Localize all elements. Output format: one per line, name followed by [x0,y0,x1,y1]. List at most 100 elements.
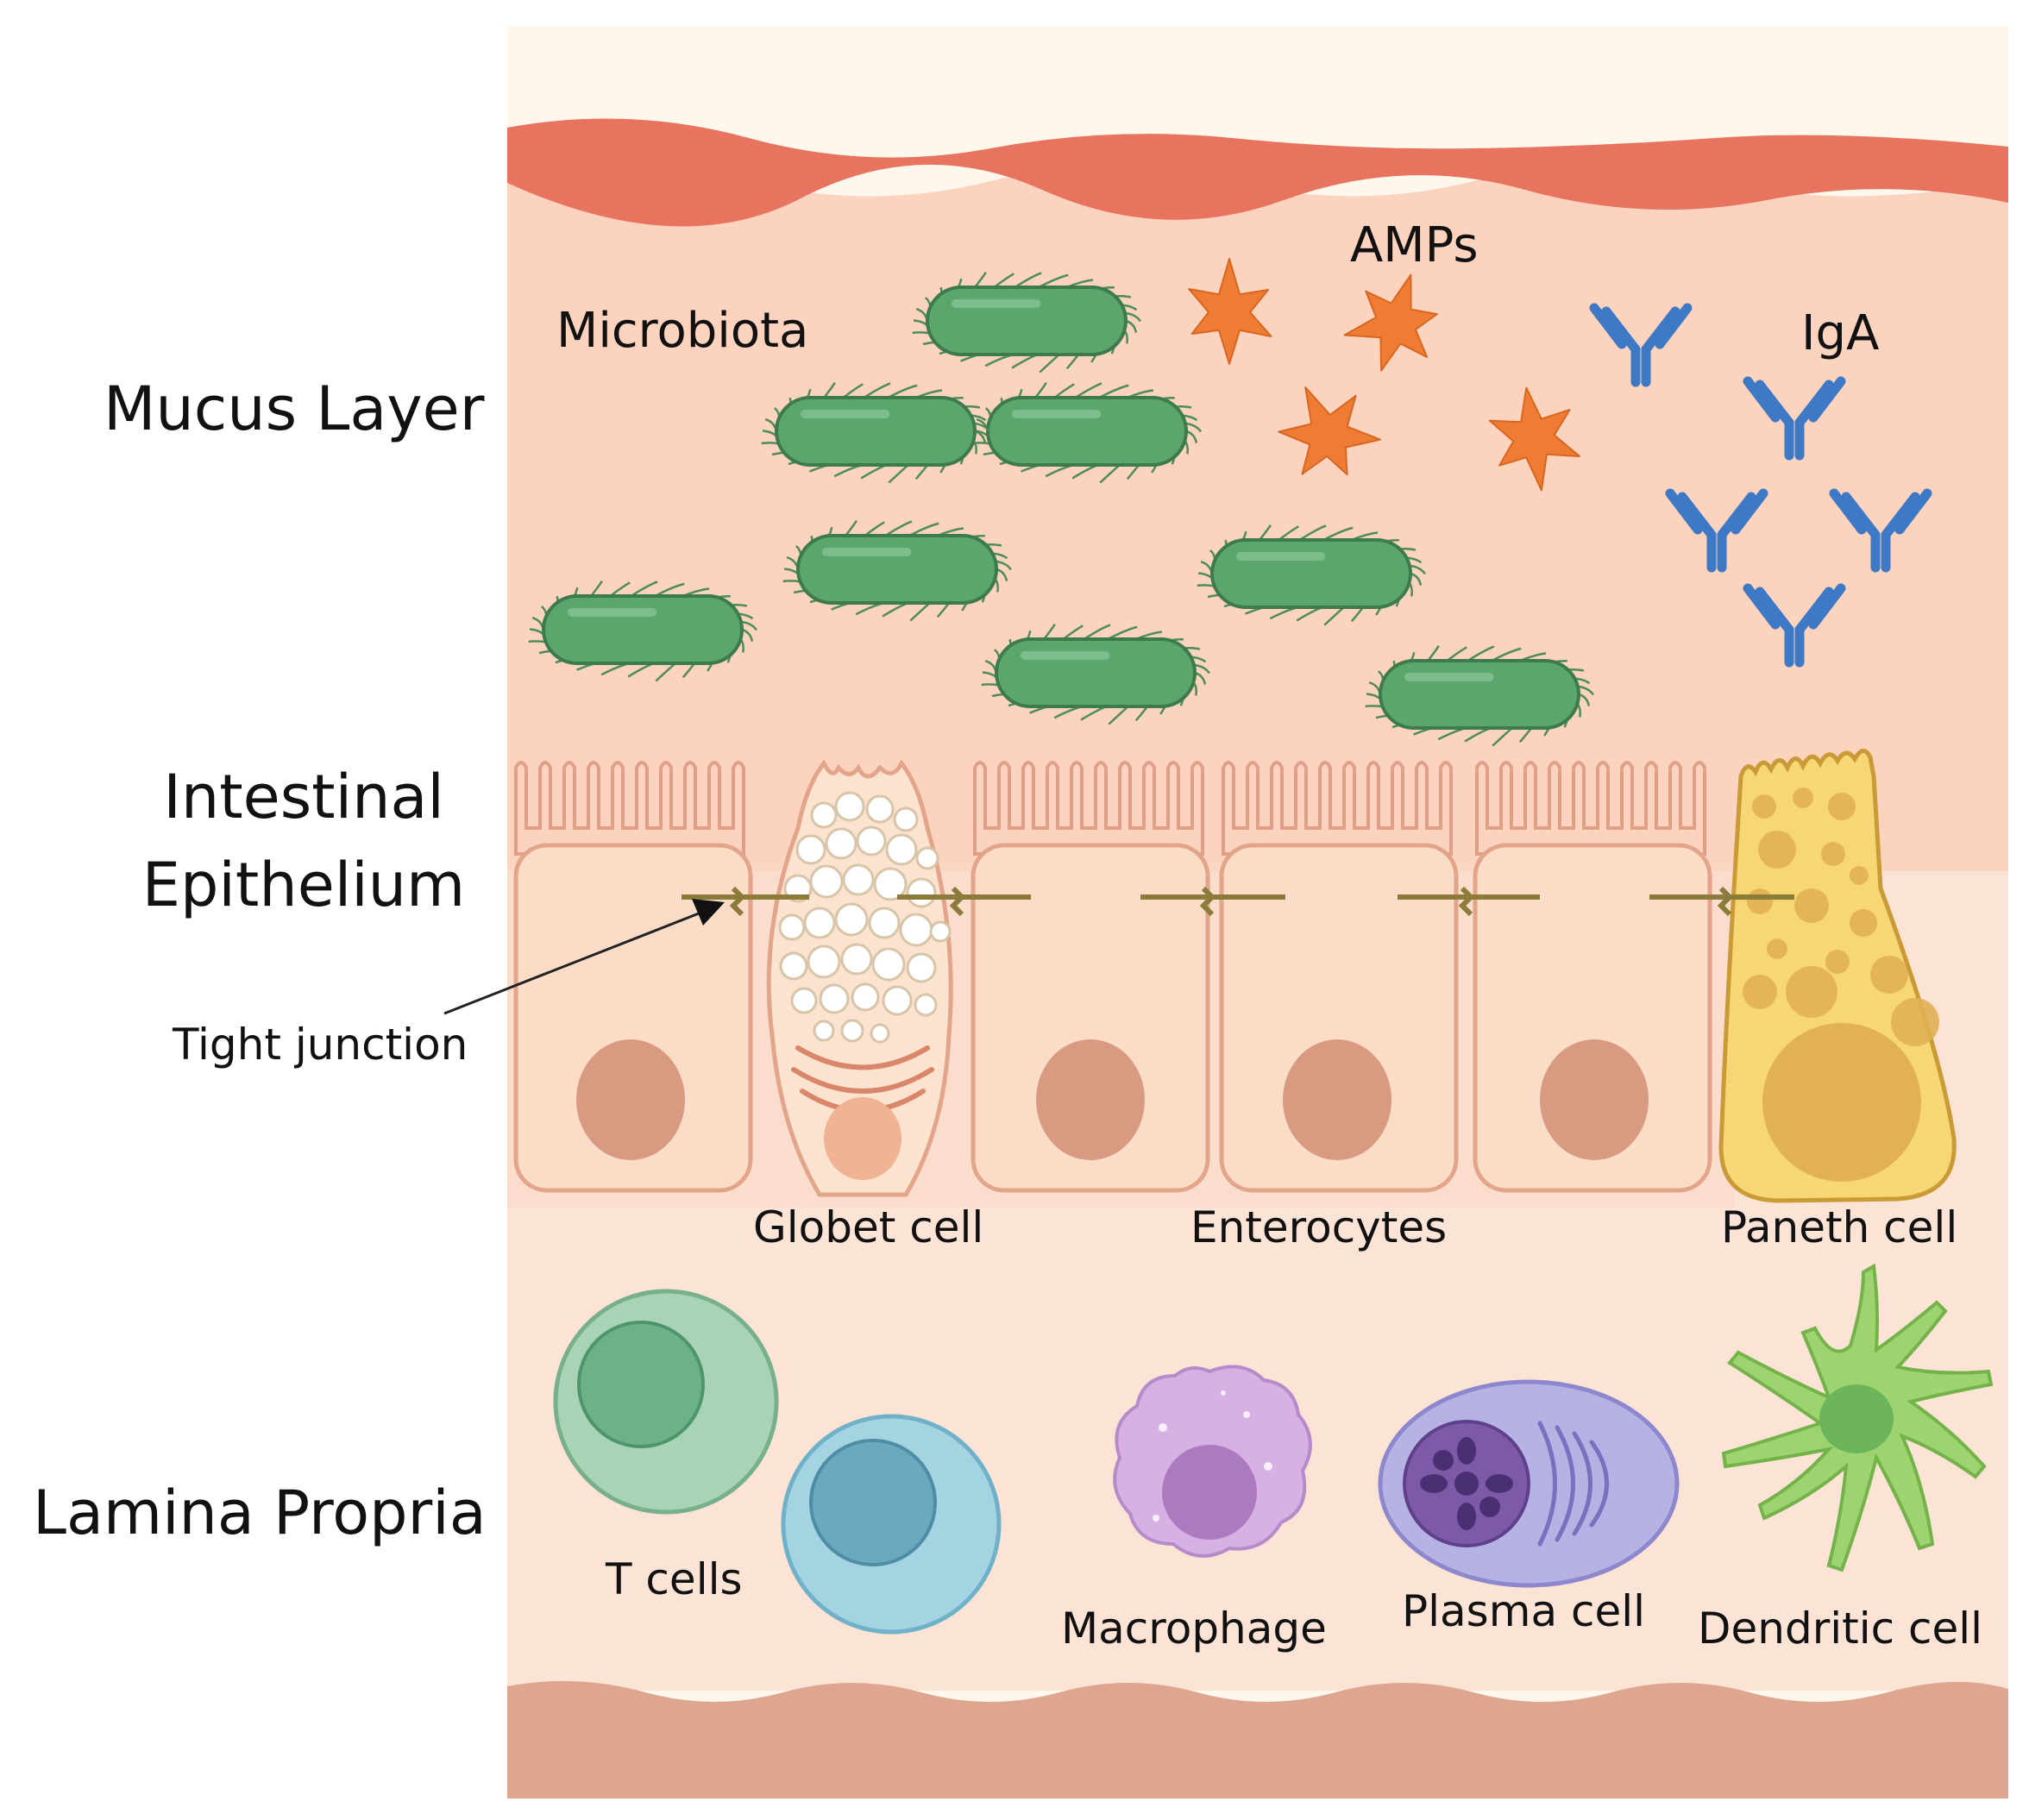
paneth-cell [1718,749,1957,1203]
inner-labels: Microbiota AMPs IgA Tight junction Globe… [172,217,1982,1654]
top-mucosal-band [507,118,2008,227]
bacterium-highlight [1012,410,1102,418]
dendritic-cell-label: Dendritic cell [1698,1603,1982,1654]
bacterium-body [1210,538,1412,609]
bacterium [912,272,1142,373]
nucleus [1540,1039,1649,1160]
bacterium-body [995,637,1197,708]
amp-peptide [1488,386,1580,492]
paneth-cell-label: Paneth cell [1721,1202,1957,1252]
bacterium [782,520,1013,622]
tight-junction-label: Tight junction [172,1020,468,1070]
microbiota-group [528,272,1595,747]
nucleus [1036,1039,1145,1160]
globet-cell [766,759,953,1197]
bacterium-body [775,396,977,467]
amp-peptide [1278,386,1381,476]
bacterium-highlight [822,548,912,556]
bacterium-highlight [1021,651,1110,660]
microvilli [1222,761,1453,856]
bacterium [528,581,758,682]
macrophage-vesicles [1153,1390,1272,1522]
macrophage-label: Macrophage [1061,1603,1327,1654]
iga-label: IgA [1801,305,1879,361]
dendritic-nucleus [1819,1384,1894,1453]
bacterium-highlight [801,410,890,418]
microbiota-label: Microbiota [556,303,808,359]
tight-junction [1140,886,1285,917]
enterocyte-cell [971,761,1210,1193]
nucleus [1283,1039,1391,1160]
pointer-line [443,910,704,1015]
macrophage [1113,1365,1312,1558]
enterocyte-body [1473,843,1712,1193]
microvilli [514,761,745,856]
bacterium [981,624,1211,725]
bacterium [1197,524,1427,626]
enterocyte-body [1219,843,1459,1193]
bacterium-body [926,286,1128,356]
bacterium-body [796,534,998,605]
paneth-nucleus [1762,1023,1921,1182]
lamina-propria-label: Lamina Propria [33,1478,487,1548]
bacterium [1365,645,1595,747]
enterocyte-body [513,843,753,1193]
tight-junction [682,886,809,917]
mucin-granules [778,791,952,1044]
tight-junction [1649,886,1794,917]
t-cell-nucleus [809,1439,937,1566]
enterocytes-label: Enterocytes [1190,1202,1447,1252]
mucus-layer-label: Mucus Layer [104,373,485,444]
iga-group [1589,303,1932,668]
tight-junction [1398,886,1540,917]
globet-cell-label: Globet cell [753,1202,983,1252]
microvilli [973,761,1204,856]
bacterium-body [542,594,744,665]
amp-peptide [1343,273,1438,372]
plasma-cell [1378,1379,1680,1588]
amp-peptide [1188,258,1272,365]
t-cell-green [553,1289,779,1515]
enterocyte-body [971,843,1210,1193]
bacterium-highlight [952,299,1041,308]
iga-antibody [1829,488,1932,573]
epithelium-label-line2: Epithelium [142,850,465,920]
iga-antibody [1589,303,1693,387]
plasma-cell-label: Plasma cell [1402,1586,1645,1636]
t-cell-blue [781,1414,1002,1635]
macrophage-nucleus [1162,1445,1257,1540]
bacterium [761,382,991,484]
tight-junctions [682,886,1794,917]
dendritic-cell [1721,1263,1994,1572]
enterocyte-cell [513,761,753,1193]
iga-antibody [1665,488,1768,573]
er-stripes [1537,1421,1609,1547]
lamina-propria-cells [553,1263,1994,1635]
microvilli [1475,761,1706,856]
chromatin-spokes [1420,1437,1513,1530]
iga-antibody [1743,583,1846,668]
t-cells-label: T cells [605,1554,743,1604]
amps-label: AMPs [1350,217,1479,273]
bacterium-highlight [568,608,657,617]
tight-junction [897,886,1031,917]
iga-antibody [1743,376,1846,461]
epithelium-label-line1: Intestinal [163,762,444,832]
intestinal-epithelium [443,749,1957,1203]
nucleus [576,1039,685,1160]
amps-group [1188,258,1580,492]
enterocyte-cell [1219,761,1459,1193]
tight-junction-pointer [443,899,725,1015]
bacterium-highlight [1236,552,1326,561]
bacterium-highlight [1404,673,1494,681]
t-cell-nucleus [577,1321,705,1448]
bacterium-body [1379,659,1580,730]
globet-nucleus [824,1097,901,1180]
pointer-arrowhead [692,899,725,926]
bottom-tissue-band [507,1680,2008,1798]
enterocyte-cell [1473,761,1712,1193]
side-labels: Mucus Layer Intestinal Epithelium Lamina… [33,373,487,1548]
bacterium [972,382,1203,484]
bacterium-body [986,396,1188,467]
